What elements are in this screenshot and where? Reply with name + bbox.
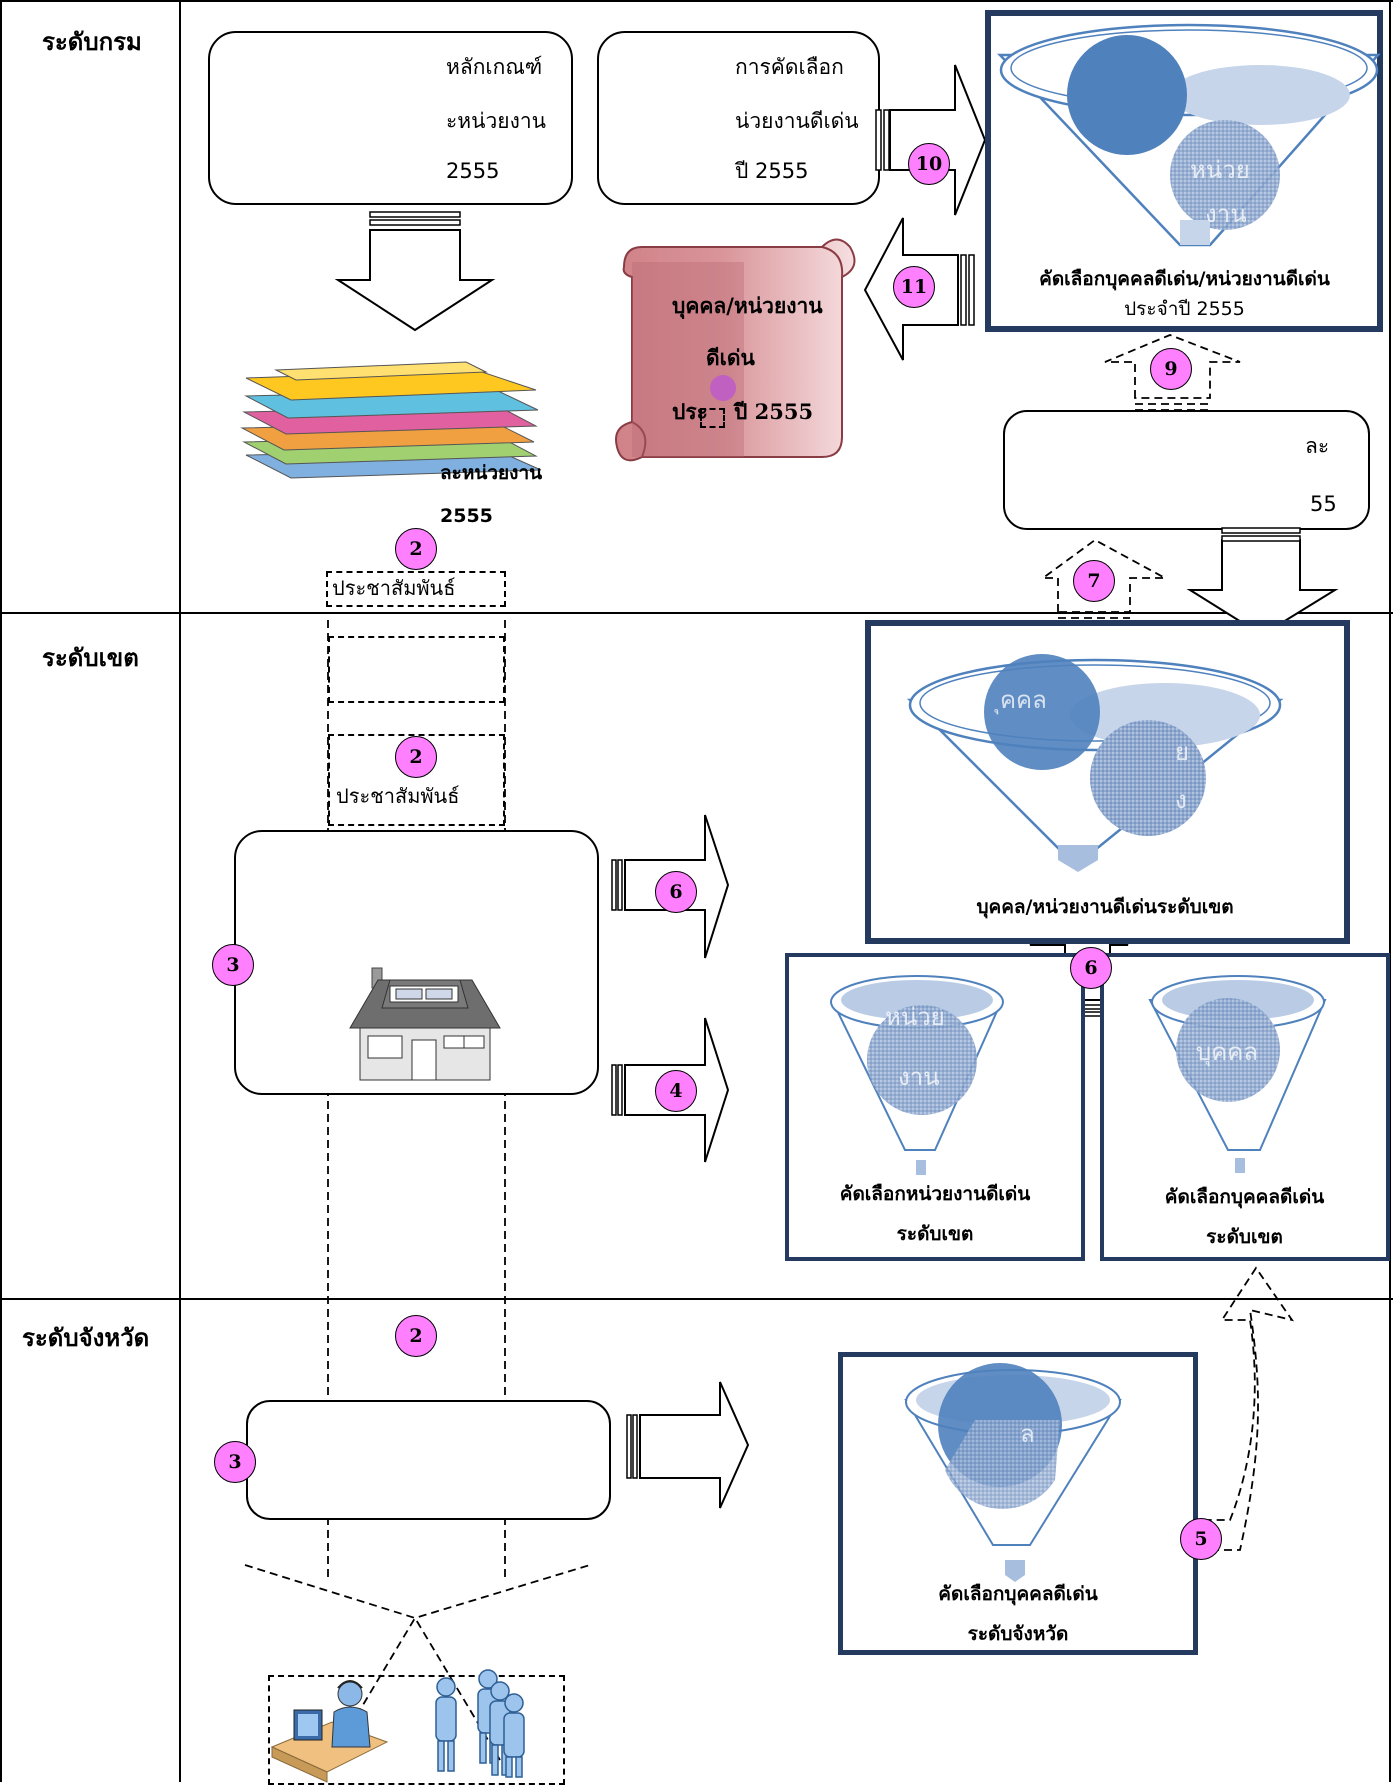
pr-box-region [328,734,505,826]
badge-6-region: 6 [655,871,697,913]
badge-6-units: 6 [1070,947,1112,989]
badge-11: 11 [893,266,935,308]
badge-3-region: 3 [212,944,254,986]
badge-5: 5 [1180,1518,1222,1560]
scroll-dash-mark [700,408,725,428]
block-arrow-icon [639,1381,750,1509]
province-main-box [246,1400,611,1520]
documents-caption-1: ละหน่วยงาน [440,462,543,484]
documents-caption-2: 2555 [440,505,493,527]
province-funnel-caption-2: ระดับจังหวัด [967,1623,1069,1645]
funnel-icon [906,654,1284,872]
grid-col-divider [179,0,181,1782]
badge-7: 7 [1073,560,1115,602]
region-funnel-text-3: ง [1175,786,1187,814]
level-department: ระดับกรม [42,28,142,56]
region-funnel-text-1: ุคคล [994,686,1047,715]
dept-funnel-caption-1: คัดเลือกบุคคลดีเด่น/หน่วยงานดีเด่น [1039,268,1330,290]
badge-4: 4 [655,1070,697,1112]
funnel-icon [997,23,1381,247]
criteria-line-1: หลักเกณฑ์ [446,55,543,79]
person-funnel-caption-1: คัดเลือกบุคคลดีเด่น [1164,1186,1325,1208]
province-funnel-text: ล [1020,1420,1035,1448]
selection-line-2: น่วยงานดีเด่น [735,109,859,133]
block-arrow-icon [334,229,496,332]
badge-9: 9 [1150,348,1192,390]
pr-label-region: ประชาสัมพันธ์ [336,784,460,808]
call-center-icon [270,1680,389,1783]
criteria-line-3: 2555 [446,159,500,183]
badge-2-province: 2 [395,1315,437,1357]
people-group-icon [435,1669,525,1778]
badge-10: 10 [908,143,950,185]
unit-funnel-text-1: หน่วย [885,1003,945,1031]
criteria-line-2: ะหน่วยงาน [446,109,546,133]
dept-funnel-text-2: งาน [1205,200,1247,228]
grid-row-1 [0,612,1393,614]
dept-funnel-text-1: หน่วย [1190,156,1250,184]
unit-funnel-caption-1: คัดเลือกหน่วยงานดีเด่น [839,1183,1031,1205]
house-icon [349,967,501,1081]
summary-box [1003,410,1370,530]
badge-2-region: 2 [395,736,437,778]
province-funnel-caption-1: คัดเลือกบุคคลดีเด่น [938,1583,1098,1605]
scroll-line-3b: ปี 2555 [734,399,814,424]
person-funnel-caption-2: ระดับเขต [1206,1226,1283,1248]
grid-right [1389,0,1391,1782]
pr-label-department: ประชาสัมพันธ์ [332,576,456,600]
summary-line-1: ละ [1305,434,1330,458]
scroll-line-1: บุคคล/หน่วยงาน [672,293,823,318]
badge-2-department: 2 [395,528,437,570]
funnel-icon [904,1363,1122,1582]
folder-stack-icon [240,361,542,479]
unit-funnel-text-2: งาน [898,1063,940,1091]
level-province: ระดับจังหวัด [22,1324,150,1352]
unit-funnel-caption-2: ระดับเขต [896,1223,974,1245]
dept-funnel-caption-2: ประจำปี 2555 [1124,298,1245,320]
selection-line-1: การคัดเลือก [735,55,844,79]
grid-top [0,0,1393,2]
summary-line-2: 55 [1310,492,1337,516]
grid-row-2 [0,1298,1393,1300]
block-arrow-icon [889,64,987,216]
grid-left [0,0,2,1782]
scroll-line-2: ดีเด่น [706,345,755,370]
selection-box [597,31,880,205]
region-funnel-caption: บุคคล/หน่วยงานดีเด่นระดับเขต [976,896,1234,918]
badge-3-province: 3 [214,1441,256,1483]
scroll-icon [615,238,856,462]
criteria-box [208,31,573,205]
empty-box-region [328,636,505,703]
funnel-icon [1148,975,1327,1173]
selection-line-3: ปี 2555 [735,159,809,183]
pr-box-department [326,571,506,607]
scroll-circle [710,375,736,401]
block-arrow-icon [1186,539,1339,637]
level-region: ระดับเขต [42,644,139,672]
funnel-icon [830,975,1004,1175]
person-funnel-text: บุคคล [1196,1038,1258,1067]
region-funnel-text-2: ย [1175,738,1189,766]
